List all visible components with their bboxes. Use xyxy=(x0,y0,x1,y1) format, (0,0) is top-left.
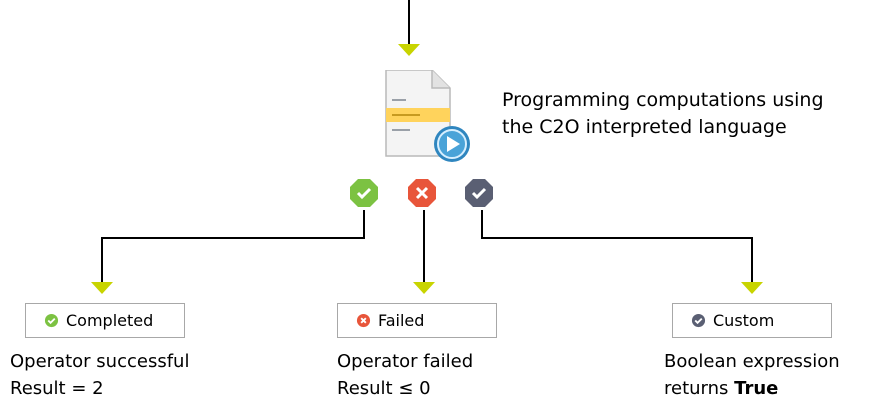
document-play-icon xyxy=(380,69,476,166)
check-circle-icon xyxy=(44,313,59,328)
incoming-arrowhead xyxy=(398,44,420,56)
completed-caption-line-1: Operator successful xyxy=(10,351,190,372)
completed-caption-line-2: Result = 2 xyxy=(10,378,104,399)
x-circle-icon xyxy=(356,313,371,328)
failed-caption: Operator failed Result ≤ 0 xyxy=(337,348,473,402)
failed-caption-line-1: Operator failed xyxy=(337,351,474,372)
custom-box[interactable]: Custom xyxy=(672,303,832,338)
failed-label: Failed xyxy=(378,311,425,330)
failed-caption-line-2: Result ≤ 0 xyxy=(337,378,431,399)
arrowhead-completed xyxy=(91,282,113,294)
operator-description: Programming computations using the C2O i… xyxy=(502,87,824,141)
connector-custom xyxy=(481,210,753,282)
custom-check-circle-icon[interactable] xyxy=(464,178,494,208)
completed-label: Completed xyxy=(66,311,154,330)
description-line-2: the C2O interpreted language xyxy=(502,116,787,138)
connector-completed xyxy=(101,210,365,282)
check-circle-icon[interactable] xyxy=(349,178,379,208)
custom-caption-line-1: Boolean expression xyxy=(664,351,840,372)
completed-caption: Operator successful Result = 2 xyxy=(10,348,189,402)
custom-caption: Boolean expression returns True xyxy=(664,348,840,402)
arrowhead-custom xyxy=(741,282,763,294)
custom-caption-line-2: returns True xyxy=(664,375,840,402)
x-circle-icon[interactable] xyxy=(407,178,437,208)
failed-box[interactable]: Failed xyxy=(337,303,497,338)
description-line-1: Programming computations using xyxy=(502,89,824,111)
arrowhead-failed xyxy=(413,282,435,294)
custom-caption-prefix: returns xyxy=(664,378,735,399)
completed-box[interactable]: Completed xyxy=(25,303,185,338)
custom-caption-bold: True xyxy=(734,378,779,399)
custom-label: Custom xyxy=(713,311,775,330)
custom-check-circle-icon xyxy=(691,313,706,328)
